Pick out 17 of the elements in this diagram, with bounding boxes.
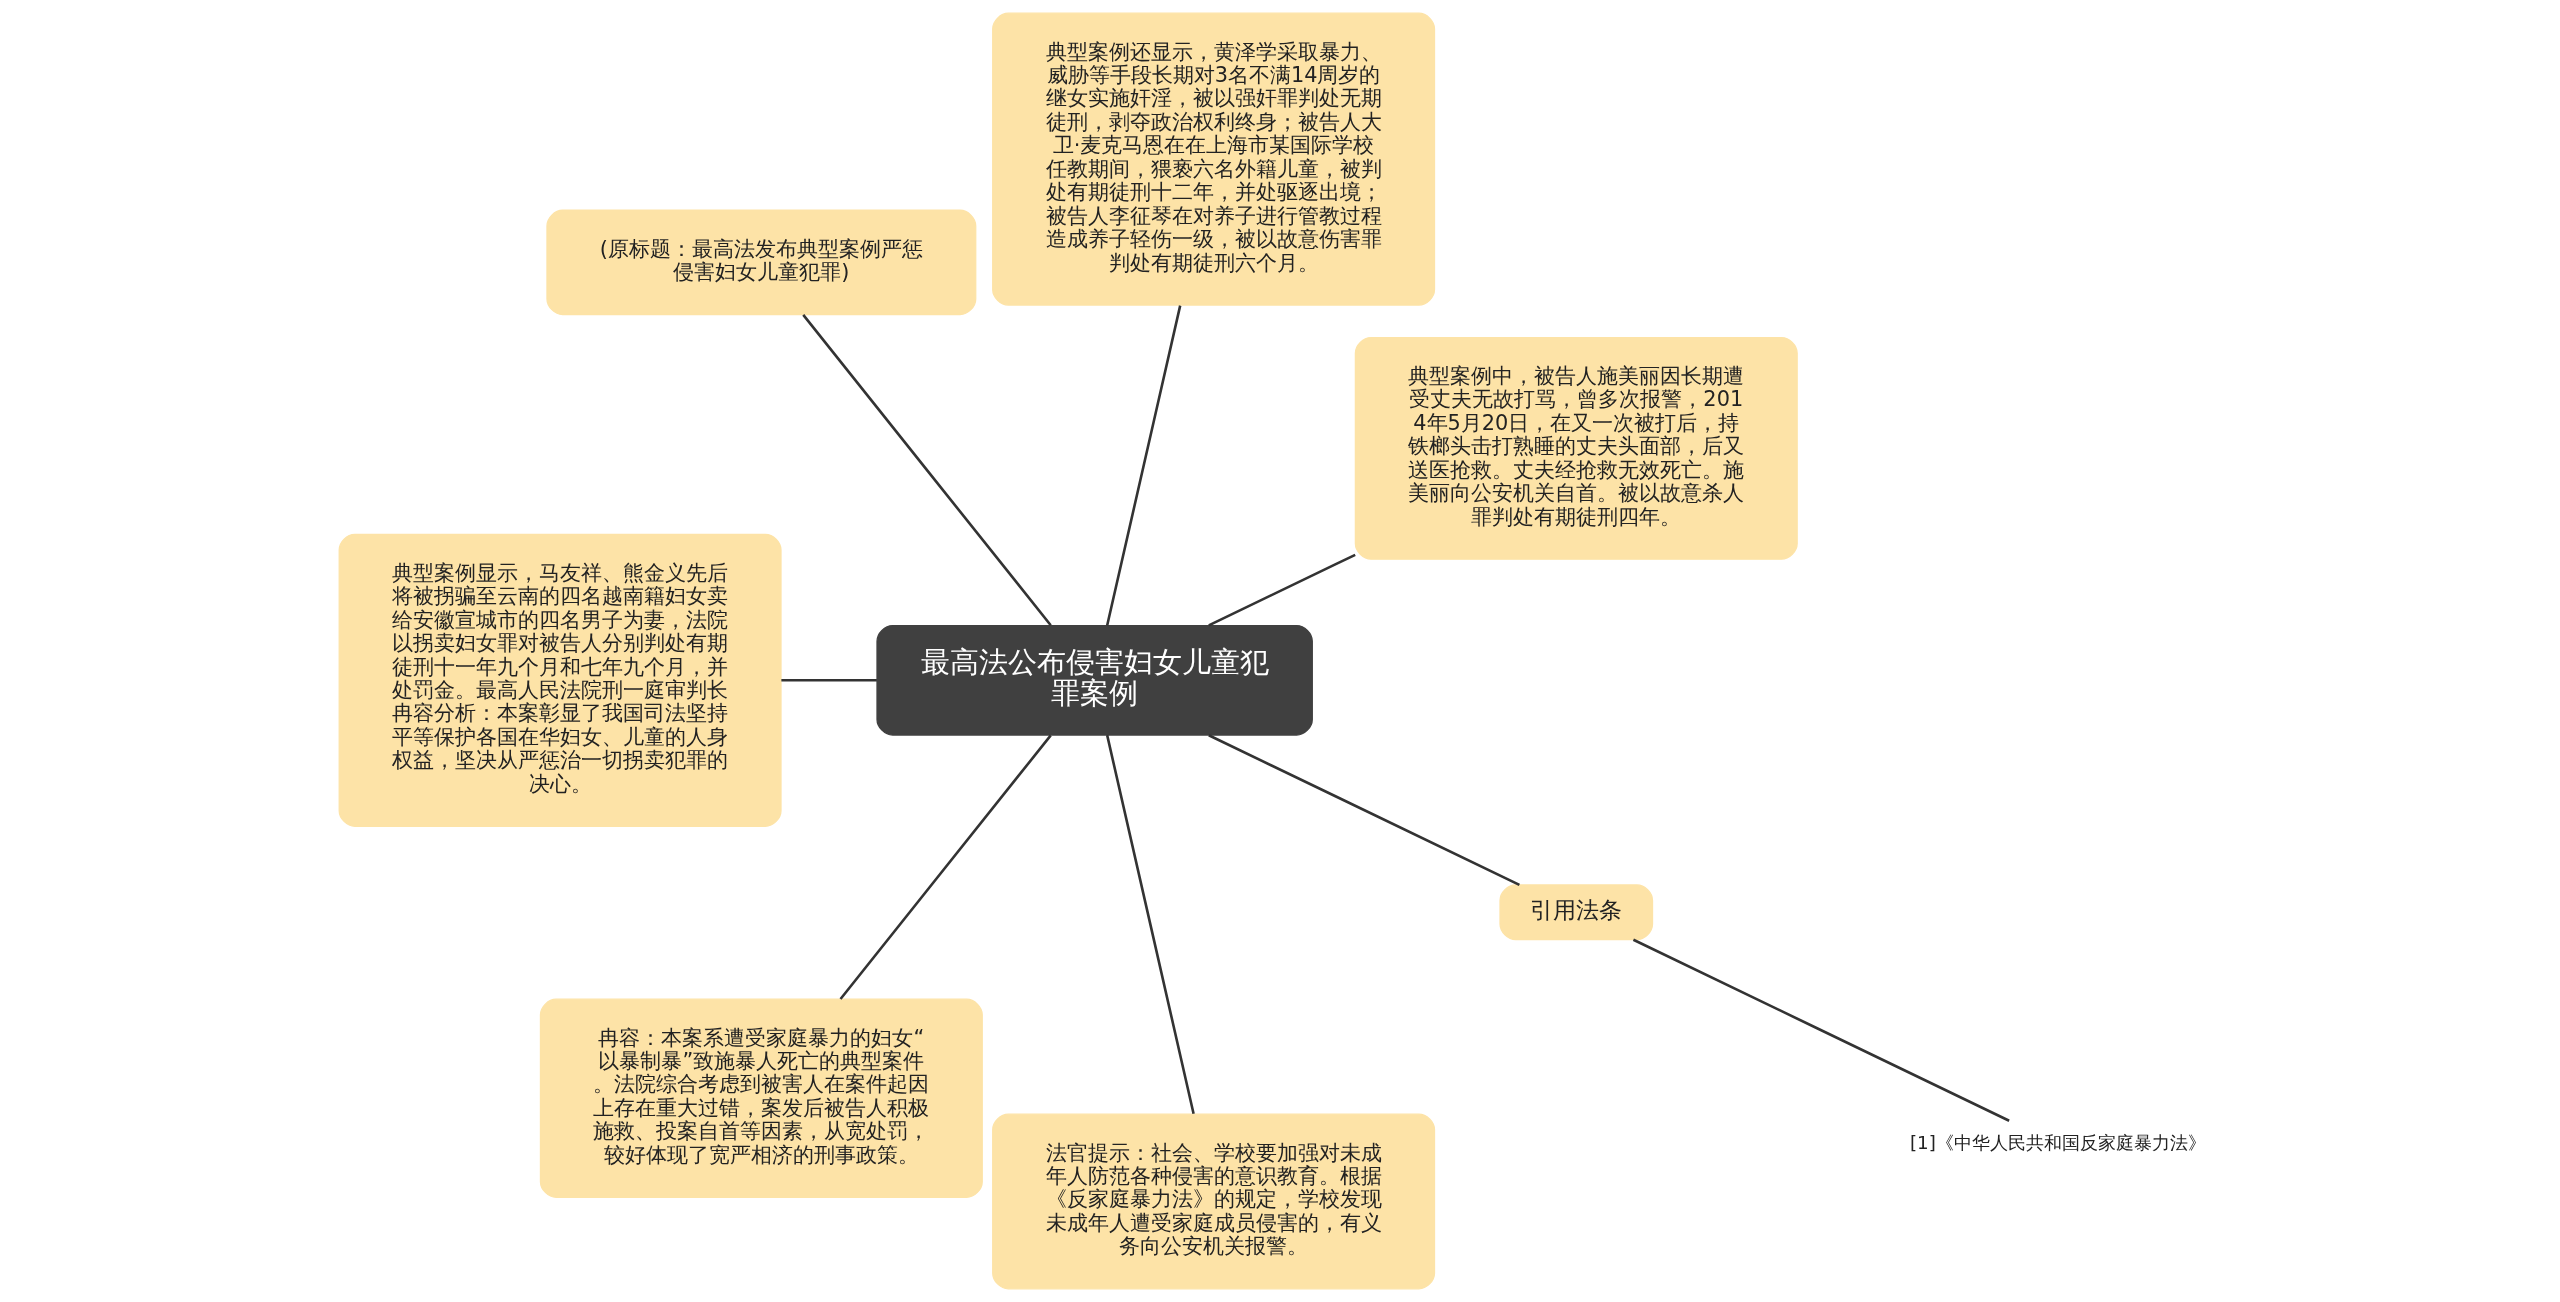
node-text: [1]《中华人民共和国反家庭暴力法》: [1909, 1132, 2206, 1154]
node-box: 典型案例中，被告人施美丽因长期遭受丈夫无故打骂，曾多次报警，2014年5月20日，在又一次被打后，持铁榔头击打熟睡的丈夫头面部，后又送医抢救。丈夫经抢救无效死亡。施美丽向公安机关自首。被以故意杀人罪判处有期徒刑四年。: [1354, 336, 1798, 560]
node-box: 典型案例显示，马友祥、熊金义先后将被拐骗至云南的四名越南籍妇女卖给安徽宣城市的四名男子为妻，法院以拐卖妇女罪对被告人分别判处有期徒刑十一年九个月和七年九个月，并处罚金。最高人民法院刑一庭审判长冉容分析：本案彰显了我国司法坚持平等保护各国在华妇女、儿童的人身权益，坚决从严惩治一切拐卖犯罪的决心。: [338, 533, 782, 827]
node-box: 冉容：本案系遭受家庭暴力的妇女“以暴制暴”致施暴人死亡的典型案件。法院综合考虑到被害人在案件起因上存在重大过错，案发后被告人积极施救、投案自首等因素，从宽处罚，较好体现了宽严相济的刑事政策。: [539, 998, 983, 1198]
node-box: 法官提示：社会、学校要加强对未成年人防范各种侵害的意识教育。根据《反家庭暴力法》的规定，学校发现未成年人遭受家庭成员侵害的，有义务向公安机关报警。: [992, 1113, 1436, 1290]
connector: [1208, 553, 1356, 627]
node-box: 典型案例还显示，黄泽学采取暴力、威胁等手段长期对3名不满14周岁的继女实施奸淫，被以强奸罪判处无期徒刑，剥夺政治权利终身；被告人大卫·麦克马恩在在上海市某国际学校任教期间，猥亵六名外籍儿童，被判处有期徒刑十二年，并处驱逐出境；被告人李征琴在对养子进行管教过程造成养子轻伤一级，被以故意伤害罪判处有期徒刑六个月。: [992, 12, 1436, 306]
connector: [839, 734, 1052, 1000]
node-box: (原标题：最高法发布典型案例严惩侵害妇女儿童犯罪): [546, 209, 977, 316]
connector: [781, 679, 877, 682]
connector: [1632, 938, 2010, 1122]
connector: [1208, 734, 1520, 887]
connector: [1105, 305, 1182, 626]
node-box: 引用法条: [1499, 884, 1654, 941]
node-box: 最高法公布侵害妇女儿童犯罪案例: [876, 624, 1313, 736]
connector: [1105, 734, 1195, 1115]
connector: [802, 314, 1052, 627]
